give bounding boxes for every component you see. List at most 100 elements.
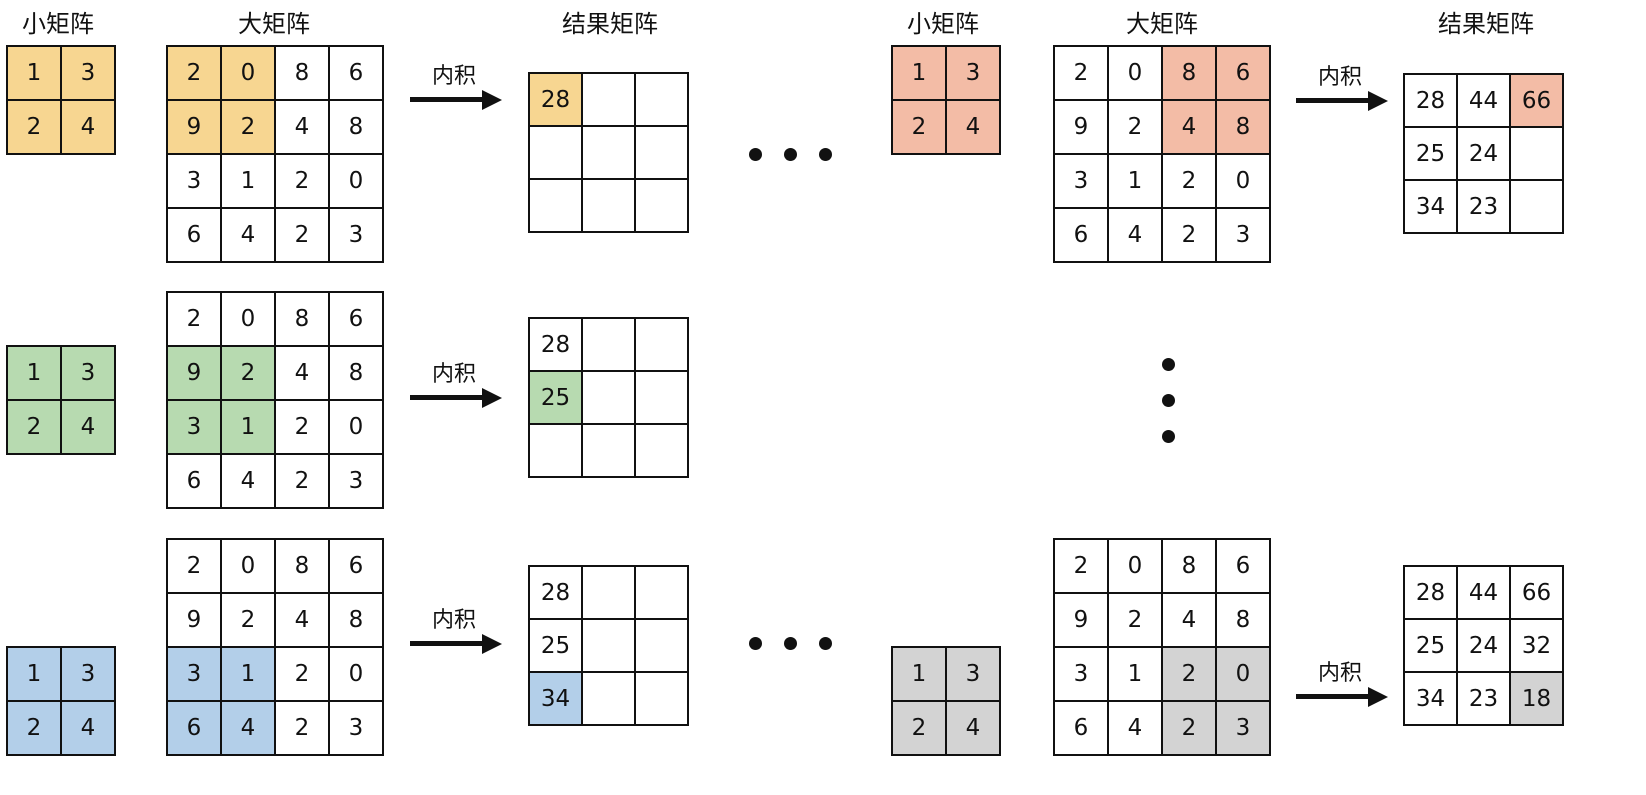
matrix-cell: 3 <box>60 45 116 101</box>
matrix-cell: 1 <box>6 45 62 101</box>
matrix-cell: 23 <box>1456 179 1511 234</box>
matrix-cell: 4 <box>274 345 330 401</box>
matrix-cell: 1 <box>891 45 947 101</box>
matrix-row: 25 <box>528 370 689 425</box>
matrix-cell: 8 <box>328 592 384 648</box>
matrix-cell: 0 <box>220 291 276 347</box>
matrix-cell <box>634 178 689 233</box>
matrix-cell: 1 <box>220 153 276 209</box>
matrix-cell: 8 <box>1161 538 1217 594</box>
matrix-cell: 24 <box>1456 618 1511 673</box>
matrix-cell: 2 <box>220 99 276 155</box>
matrix-row: 34 <box>528 671 689 726</box>
matrix-cell: 6 <box>1053 700 1109 756</box>
matrix-cell: 2 <box>220 592 276 648</box>
matrix-cell: 34 <box>528 671 583 726</box>
matrix-cell: 6 <box>328 291 384 347</box>
ellipsis-dot <box>749 148 762 161</box>
small-matrix-title-left: 小矩阵 <box>22 10 94 38</box>
matrix-cell: 44 <box>1456 565 1511 620</box>
matrix-cell: 2 <box>1161 207 1217 263</box>
matrix-row <box>528 423 689 478</box>
ellipsis-dot <box>784 148 797 161</box>
matrix-cell: 2 <box>274 700 330 756</box>
matrix-row: 25 <box>528 618 689 673</box>
matrix-cell: 3 <box>166 153 222 209</box>
arrow-shaft <box>1296 98 1370 103</box>
matrix-cell: 34 <box>1403 179 1458 234</box>
matrix-cell: 25 <box>528 370 583 425</box>
matrix-cell: 0 <box>1215 153 1271 209</box>
matrix-cell: 3 <box>945 646 1001 702</box>
ellipsis-dot <box>1162 430 1175 443</box>
matrix-cell: 0 <box>1215 646 1271 702</box>
matrix-cell: 1 <box>220 399 276 455</box>
large-matrix-title-left: 大矩阵 <box>238 10 310 38</box>
matrix-cell: 1 <box>220 646 276 702</box>
matrix-row: 28 <box>528 317 689 372</box>
matrix-cell <box>581 72 636 127</box>
matrix-cell <box>1509 179 1564 234</box>
matrix-cell: 28 <box>528 565 583 620</box>
inner-product-label: 内积 <box>432 608 477 633</box>
matrix-cell: 4 <box>945 99 1001 155</box>
matrix-cell <box>581 125 636 180</box>
matrix-cell: 9 <box>1053 592 1109 648</box>
arrow-head <box>482 388 502 408</box>
matrix-cell: 6 <box>166 453 222 509</box>
matrix-cell: 3 <box>328 453 384 509</box>
matrix-cell: 2 <box>891 99 947 155</box>
matrix-cell: 2 <box>1161 700 1217 756</box>
matrix-cell: 8 <box>274 45 330 101</box>
matrix-cell <box>528 125 583 180</box>
matrix-cell: 4 <box>60 700 116 756</box>
large-matrix-title-right: 大矩阵 <box>1126 10 1198 38</box>
ellipsis-dot <box>784 637 797 650</box>
matrix-cell <box>528 178 583 233</box>
matrix-cell: 6 <box>166 700 222 756</box>
matrix-cell: 4 <box>945 700 1001 756</box>
matrix-cell <box>634 370 689 425</box>
matrix-cell: 25 <box>1403 126 1458 181</box>
matrix-cell: 2 <box>1107 592 1163 648</box>
matrix-cell: 28 <box>528 317 583 372</box>
arrow-shaft <box>1296 694 1370 699</box>
matrix-cell: 3 <box>60 345 116 401</box>
matrix-cell <box>581 317 636 372</box>
matrix-cell: 3 <box>1215 207 1271 263</box>
result-matrix-title-right: 结果矩阵 <box>1438 10 1534 38</box>
matrix-cell <box>581 671 636 726</box>
matrix-cell: 66 <box>1509 565 1564 620</box>
ellipsis-dot <box>819 637 832 650</box>
matrix-cell <box>634 671 689 726</box>
matrix-cell: 3 <box>1053 646 1109 702</box>
matrix-row: 28 <box>528 565 689 620</box>
matrix-cell <box>634 423 689 478</box>
matrix-row <box>528 125 689 180</box>
